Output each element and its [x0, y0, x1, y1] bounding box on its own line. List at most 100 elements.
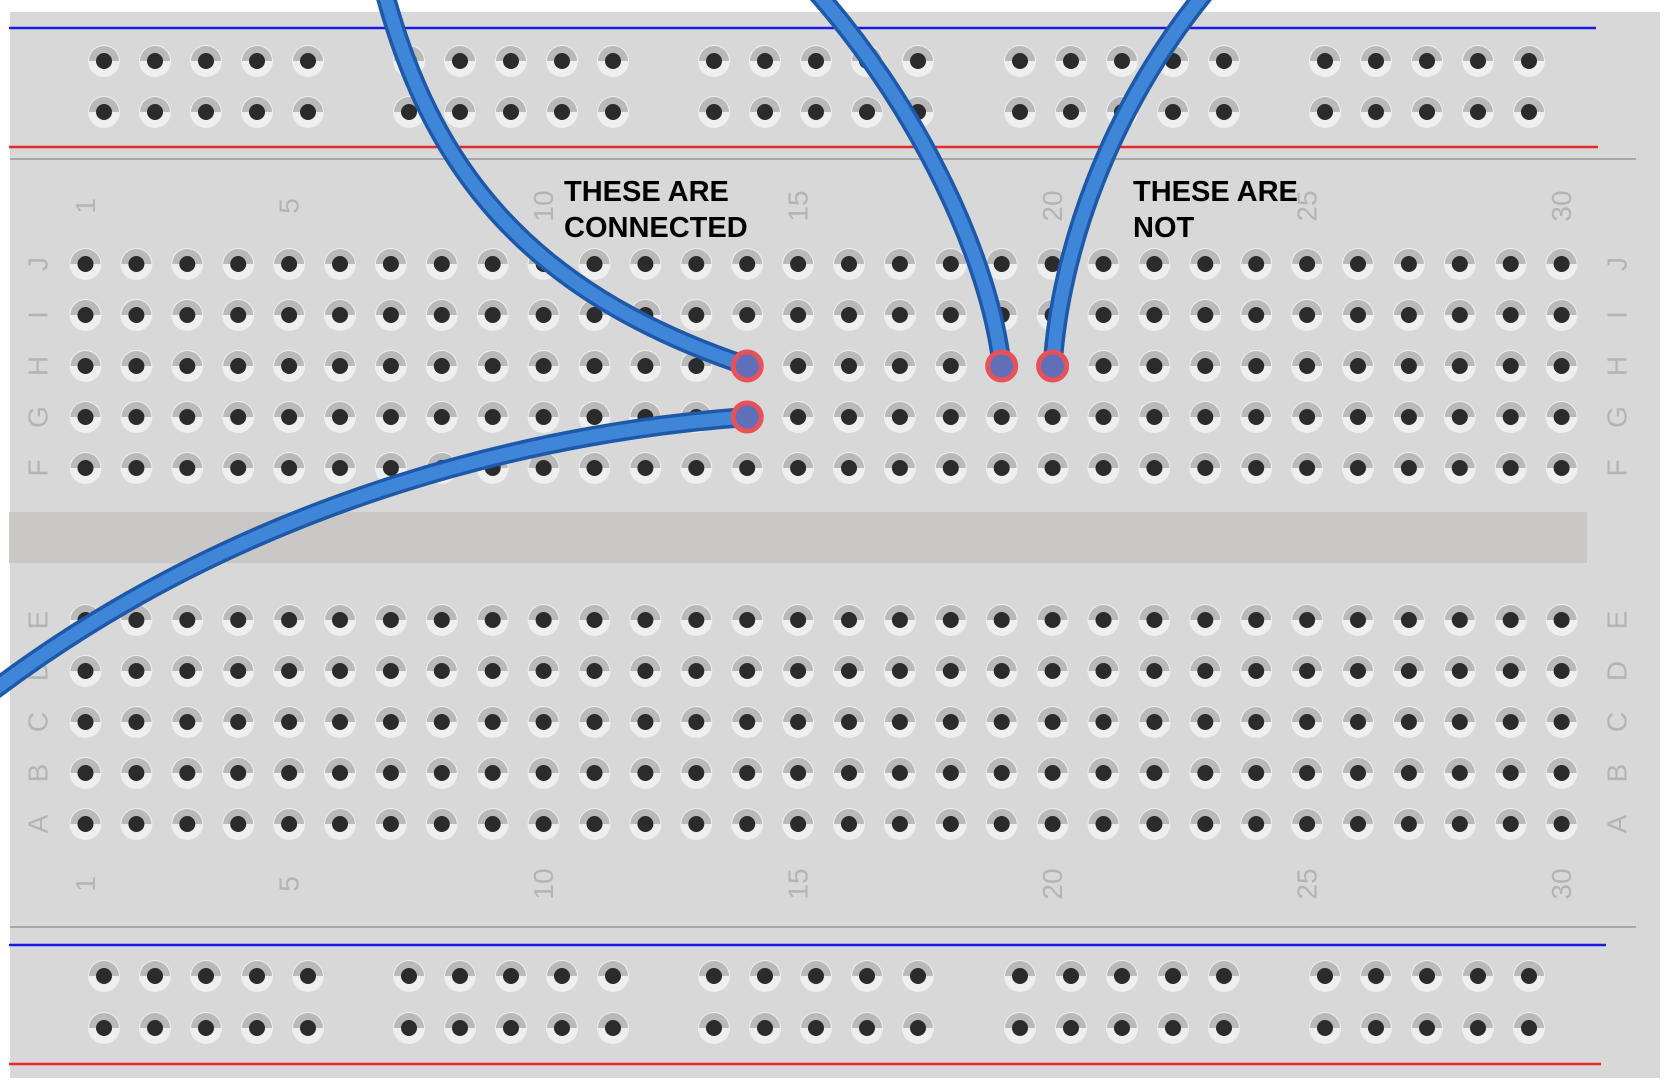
hole-G17 — [883, 401, 916, 433]
hole-J2 — [120, 248, 153, 280]
hole-A10 — [527, 808, 560, 840]
column-label-bottom-1: 1 — [70, 876, 101, 892]
hole-G1 — [69, 401, 102, 433]
hole-H10 — [527, 350, 560, 382]
top-rail-b-hole — [1513, 96, 1545, 128]
bottom-rail-a-hole — [698, 960, 730, 992]
hole-E24 — [1240, 604, 1273, 636]
hole-E21 — [1087, 604, 1120, 636]
hole-C5 — [273, 706, 306, 738]
hole-E22 — [1138, 604, 1171, 636]
hole-D22 — [1138, 655, 1171, 687]
hole-H17 — [883, 350, 916, 382]
top-rail-b-hole — [1309, 96, 1341, 128]
hole-E18 — [934, 604, 967, 636]
bottom-rail-b-hole — [902, 1012, 934, 1044]
hole-J21 — [1087, 248, 1120, 280]
bottom-rail-a-hole — [1157, 960, 1189, 992]
hole-I2 — [120, 299, 153, 331]
hole-F21 — [1087, 452, 1120, 484]
hole-J4 — [222, 248, 255, 280]
hole-G30 — [1545, 401, 1578, 433]
hole-B21 — [1087, 757, 1120, 789]
hole-B20 — [1036, 757, 1069, 789]
hole-A6 — [324, 808, 356, 840]
hole-B5 — [273, 757, 306, 789]
annotation-not-connected-line1: THESE ARE — [1133, 176, 1298, 208]
bottom-rail-b-hole — [1309, 1012, 1341, 1044]
hole-G25 — [1291, 401, 1324, 433]
highlighted-holes — [730, 349, 1070, 434]
hole-G22 — [1138, 401, 1171, 433]
hole-J11 — [578, 248, 611, 280]
hole-B16 — [833, 757, 865, 789]
hole-F16 — [833, 452, 865, 484]
hole-D7 — [374, 655, 407, 687]
hole-J7 — [374, 248, 407, 280]
hole-D12 — [629, 655, 662, 687]
hole-B27 — [1392, 757, 1425, 789]
hole-C16 — [833, 706, 865, 738]
bottom-rail-b-hole — [1106, 1012, 1138, 1044]
hole-H5 — [273, 350, 306, 382]
bottom-rail-b-hole — [1462, 1012, 1494, 1044]
hole-D15 — [782, 655, 815, 687]
wire-to-g14 — [0, 407, 758, 698]
hole-B2 — [120, 757, 153, 789]
top-rail-b-hole — [546, 96, 578, 128]
bottom-rail-a-hole — [597, 960, 629, 992]
row-label-right-H: H — [1602, 356, 1633, 376]
hole-J6 — [324, 248, 356, 280]
bottom-rail-b-hole — [698, 1012, 730, 1044]
hole-J14 — [731, 248, 764, 280]
hole-G28 — [1443, 401, 1476, 433]
hole-D6 — [324, 655, 356, 687]
top-rail-a-hole — [698, 45, 730, 77]
top-rail-a-hole — [1208, 45, 1240, 77]
row-label-left-A: A — [23, 814, 54, 833]
hole-H30 — [1545, 350, 1578, 382]
top-rail-b-hole — [241, 96, 273, 128]
hole-H16 — [833, 350, 865, 382]
hole-A12 — [629, 808, 662, 840]
hole-I21 — [1087, 299, 1120, 331]
hole-I26 — [1342, 299, 1374, 331]
hole-J23 — [1189, 248, 1222, 280]
hole-H21 — [1087, 350, 1120, 382]
hole-I1 — [69, 299, 102, 331]
hole-F7 — [374, 452, 407, 484]
hole-A9 — [476, 808, 509, 840]
hole-B30 — [1545, 757, 1578, 789]
bottom-rail-b-hole — [1208, 1012, 1240, 1044]
bottom-rail-a-hole — [1462, 960, 1494, 992]
hole-G23 — [1189, 401, 1222, 433]
hole-J17 — [883, 248, 916, 280]
top-rail-a-hole — [88, 45, 120, 77]
column-label-top-10: 10 — [528, 190, 559, 221]
hole-E13 — [680, 604, 713, 636]
hole-G27 — [1392, 401, 1425, 433]
hole-G21 — [1087, 401, 1120, 433]
bottom-rail-b-hole — [139, 1012, 171, 1044]
hole-J5 — [273, 248, 306, 280]
top-rail-a-hole — [597, 45, 629, 77]
annotation-not-connected-line2: NOT — [1133, 212, 1195, 244]
hole-A17 — [883, 808, 916, 840]
hole-E25 — [1291, 604, 1324, 636]
hole-E29 — [1494, 604, 1527, 636]
hole-J22 — [1138, 248, 1171, 280]
hole-C27 — [1392, 706, 1425, 738]
annotation-connected-line2: CONNECTED — [564, 212, 748, 244]
wire-to-h20 — [1042, 0, 1212, 376]
hole-F28 — [1443, 452, 1476, 484]
bottom-rail-a-hole — [1309, 960, 1341, 992]
hole-I8 — [425, 299, 458, 331]
hole-I30 — [1545, 299, 1578, 331]
hole-B25 — [1291, 757, 1324, 789]
hole-G29 — [1494, 401, 1527, 433]
bottom-rail-a-hole — [902, 960, 934, 992]
highlight-H14 — [730, 349, 764, 383]
power-rails — [9, 26, 1606, 1066]
bottom-rail-a-hole — [393, 960, 425, 992]
top-rail-b-hole — [597, 96, 629, 128]
